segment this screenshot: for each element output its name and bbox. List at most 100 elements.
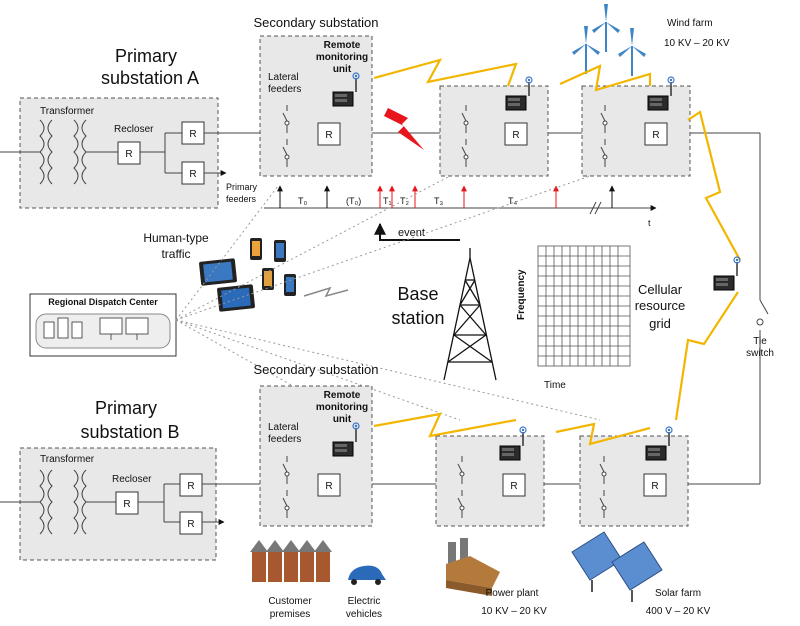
svg-text:R: R [187, 481, 194, 492]
wind-turbine-icon [591, 3, 621, 53]
factory-icon [446, 538, 500, 596]
solar-panel-icon [571, 531, 663, 602]
wireless-link [373, 412, 517, 438]
svg-text:traffic: traffic [161, 247, 190, 261]
base-station-label-2: station [391, 308, 444, 328]
svg-text:Human-type: Human-type [143, 231, 209, 245]
svg-text:switch: switch [746, 348, 774, 359]
secondary-bottom-title: Secondary substation [253, 362, 378, 377]
recloser-a-box [117, 141, 141, 165]
grid-ylabel: Frequency [516, 269, 527, 320]
primary-a-transformer-label: Transformer [40, 106, 95, 117]
wind-farm-voltage: 10 KV – 20 KV [664, 38, 730, 49]
svg-text:T₄: T₄ [508, 196, 517, 206]
relay-b1-box [179, 473, 203, 497]
svg-text:feeders: feeders [226, 194, 257, 204]
computer-icon [43, 317, 149, 340]
svg-text:feeders: feeders [268, 434, 301, 445]
svg-text:Remote: Remote [324, 390, 361, 401]
svg-text:T₂: T₂ [400, 196, 409, 206]
house-icon [250, 540, 332, 582]
svg-text:Customer: Customer [268, 596, 312, 607]
svg-text:R: R [123, 499, 130, 510]
wind-farm-label: Wind farm [667, 18, 713, 29]
svg-text:R: R [189, 129, 196, 140]
svg-text:Primary: Primary [226, 182, 257, 192]
svg-text:T₀: T₀ [298, 196, 307, 206]
svg-text:R: R [512, 130, 519, 141]
svg-text:R: R [189, 169, 196, 180]
primary-b-title-2: substation B [80, 422, 179, 442]
svg-text:Regional Dispatch Center: Regional Dispatch Center [48, 297, 158, 307]
recloser-b-box [115, 491, 139, 515]
tie-switch-blade [759, 299, 769, 315]
secondary-top-box-3 [581, 85, 691, 177]
event-arrow [374, 222, 460, 241]
svg-text:Power plant: Power plant [486, 588, 539, 599]
relay-top3-box [644, 122, 668, 146]
svg-text:Solar farm: Solar farm [655, 588, 701, 599]
primary-b-title-1: Primary [95, 398, 157, 418]
svg-text:Lateral: Lateral [268, 422, 299, 433]
wireless-link [559, 64, 652, 92]
svg-text:Cellular: Cellular [638, 282, 683, 297]
svg-text:vehicles: vehicles [346, 609, 382, 620]
svg-text:10 KV – 20 KV: 10 KV – 20 KV [481, 606, 547, 617]
svg-text:premises: premises [270, 609, 311, 620]
svg-text:Remote: Remote [324, 40, 361, 51]
svg-text:T₁: T₁ [383, 196, 392, 206]
tie-switch-icon [756, 318, 764, 326]
relay-top2-box [504, 122, 528, 146]
secondary-bottom-box-2 [435, 435, 545, 527]
relay-bot1-box [317, 473, 341, 497]
primary-b-recloser-label: Recloser [112, 474, 152, 485]
primary-a-title-1: Primary [115, 46, 177, 66]
smartphone-icon [250, 238, 296, 296]
lightning-icon [384, 108, 424, 150]
relay-top1-box [317, 122, 341, 146]
svg-text:R: R [125, 149, 132, 160]
tablet-icon [199, 258, 255, 312]
wireless-link [687, 110, 741, 261]
svg-text:R: R [510, 481, 517, 492]
primary-b-transformer-label: Transformer [40, 454, 95, 465]
wind-turbine-icon [617, 27, 647, 77]
car-icon [348, 565, 386, 585]
base-station-label-1: Base [397, 284, 438, 304]
svg-text:resource: resource [635, 298, 686, 313]
relay-bot3-box [643, 473, 667, 497]
wireless-link [373, 58, 518, 87]
primary-a-title-2: substation A [101, 68, 199, 88]
grid-xlabel: Time [544, 380, 566, 391]
relay-bot2-box [502, 473, 526, 497]
secondary-bottom-box-3 [579, 435, 689, 527]
svg-text:Lateral: Lateral [268, 72, 299, 83]
svg-text:unit: unit [333, 64, 352, 75]
primary-a-recloser-label: Recloser [114, 124, 154, 135]
svg-text:400 V – 20 KV: 400 V – 20 KV [646, 606, 711, 617]
svg-text:Electric: Electric [348, 596, 381, 607]
svg-text:monitoring: monitoring [316, 402, 368, 413]
svg-text:monitoring: monitoring [316, 52, 368, 63]
svg-text:grid: grid [649, 316, 671, 331]
svg-text:(T₀): (T₀) [346, 196, 361, 206]
wireless-link [555, 422, 651, 446]
svg-text:t: t [648, 218, 651, 228]
svg-text:T₃: T₃ [434, 196, 443, 206]
event-label: event [398, 227, 425, 239]
svg-text:unit: unit [333, 414, 352, 425]
secondary-top-box-2 [439, 85, 549, 177]
svg-text:R: R [187, 519, 194, 530]
wireless-link [674, 291, 739, 421]
svg-text:Tie: Tie [753, 336, 767, 347]
tower-icon [443, 248, 497, 381]
svg-text:R: R [325, 130, 332, 141]
svg-text:feeders: feeders [268, 84, 301, 95]
svg-text:R: R [652, 130, 659, 141]
svg-text:R: R [651, 481, 658, 492]
secondary-top-title: Secondary substation [253, 15, 378, 30]
svg-text:R: R [325, 481, 332, 492]
rmu-device-icon [713, 256, 741, 291]
